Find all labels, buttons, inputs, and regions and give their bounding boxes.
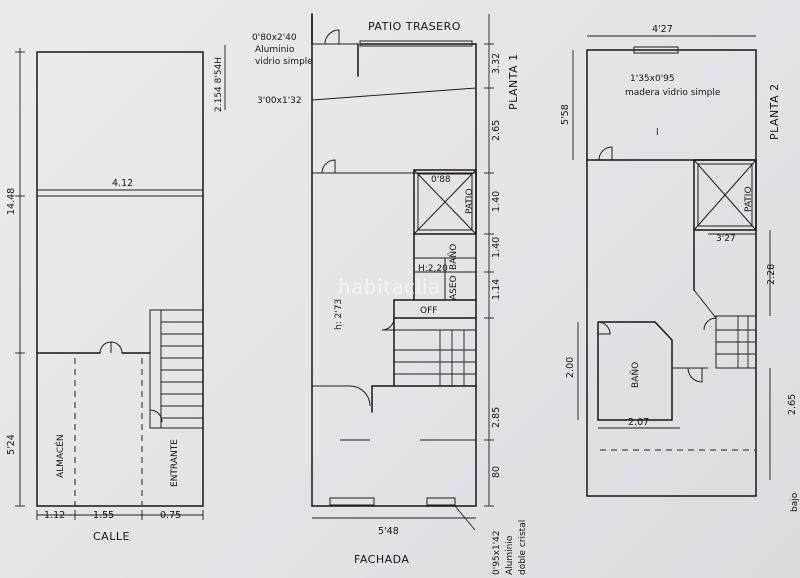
mid-dim-3: 1.40	[491, 191, 502, 212]
room-mark: l	[656, 128, 659, 138]
skylight-dim: 1'35x0'95	[630, 74, 675, 84]
plan-middle: PATIO TRASERO 0'80x2'40 Aluminio vidrio …	[252, 13, 528, 575]
stair-left	[149, 309, 204, 429]
plan-left-outline	[36, 51, 204, 507]
window-1-material: Aluminio	[255, 45, 295, 55]
front-window-glass: doble cristal	[518, 520, 528, 575]
door-left-a	[99, 341, 112, 354]
mid-dim-6: 2.85	[491, 407, 502, 428]
patio-mid-label: PATIO	[465, 188, 475, 214]
mid-dim-4: 1.40	[491, 237, 502, 258]
door-mid-2	[349, 385, 371, 407]
window-1-glass: vidrio simple	[255, 57, 313, 67]
patio-right-label: PATIO	[744, 186, 754, 212]
patio-right-width: 3'27	[716, 234, 736, 244]
skylight-material: madera vidrio simple	[625, 88, 721, 98]
door-stair-left	[149, 409, 163, 423]
below-label: bajo	[790, 492, 800, 512]
skylight-window	[633, 46, 679, 54]
door-right-2	[687, 367, 703, 383]
floor-1-label: PLANTA 1	[507, 53, 520, 110]
patio-mid	[413, 169, 477, 235]
mid-dim-5: 1.14	[491, 279, 502, 300]
bath-right	[597, 321, 673, 421]
patio-right	[693, 159, 757, 231]
door-off	[381, 317, 395, 331]
right-dim-200: 2.00	[565, 357, 576, 378]
facade-label: FACHADA	[354, 553, 409, 566]
floor-2-label: PLANTA 2	[768, 83, 781, 140]
bath-mid-label: BAÑO	[448, 244, 459, 270]
front-window-2	[426, 497, 456, 506]
right-dim-207: 2.07	[628, 417, 649, 428]
left-seg-1: 1.12	[44, 510, 65, 521]
mid-width-bottom: 5'48	[378, 526, 399, 537]
right-dim-265: 2.65	[787, 394, 798, 415]
mid-dim-2: 2.65	[491, 120, 502, 141]
slope-line	[311, 87, 477, 101]
mid-dim-7: 80	[491, 466, 502, 478]
front-window-1	[329, 497, 375, 506]
door-bath-right	[597, 321, 611, 335]
right-width-top: 4'27	[652, 24, 673, 35]
door-stair-right	[703, 317, 717, 331]
window-1-dim: 0'80x2'40	[252, 33, 297, 43]
left-height-front: 5'24	[6, 434, 17, 455]
toilet-label: ASEO	[449, 275, 459, 300]
plan-left: 14.48 5'24 4.12 2.154 8'54H ALMACÉN ENTR…	[6, 45, 226, 543]
ceiling-height: h: 2'73	[334, 299, 344, 330]
entrance-label: ENTRANTE	[170, 439, 180, 487]
plan-middle-outline	[311, 13, 477, 507]
bath-right-label: BAÑO	[630, 362, 641, 388]
left-seg-3: 0.75	[160, 510, 181, 521]
front-window-dim: 0'95x1'42	[492, 530, 502, 575]
door-left-b	[110, 341, 123, 354]
back-patio-label: PATIO TRASERO	[368, 20, 461, 33]
toilet-height: H:2,20	[418, 264, 448, 274]
left-seg-2: 1.55	[93, 510, 114, 521]
door-mid-1	[321, 159, 336, 174]
door-right-1	[598, 146, 613, 161]
door-back	[324, 29, 340, 45]
patio-mid-dim: 0'88	[431, 175, 451, 185]
left-right-note: 2.154 8'54H	[214, 57, 224, 112]
plan-right: 4'27 5'58 1'35x0'95 madera vidrio simple…	[560, 24, 800, 512]
left-height-total: 14.48	[6, 188, 17, 215]
left-width-inner: 4.12	[112, 178, 133, 189]
back-window	[359, 40, 473, 47]
mid-dim-1: 3.32	[491, 53, 502, 74]
storage-label: ALMACÉN	[54, 434, 66, 478]
off-label: OFF	[420, 306, 437, 316]
plan-right-outline	[586, 49, 757, 497]
watermark: habitaclia	[338, 275, 441, 299]
right-height-top: 5'58	[560, 104, 571, 125]
window-2-dim: 3'00x1'32	[257, 96, 302, 106]
street-label: CALLE	[93, 530, 130, 543]
right-dim-228: 2.28	[766, 264, 777, 285]
front-window-material: Aluminio	[505, 535, 515, 575]
